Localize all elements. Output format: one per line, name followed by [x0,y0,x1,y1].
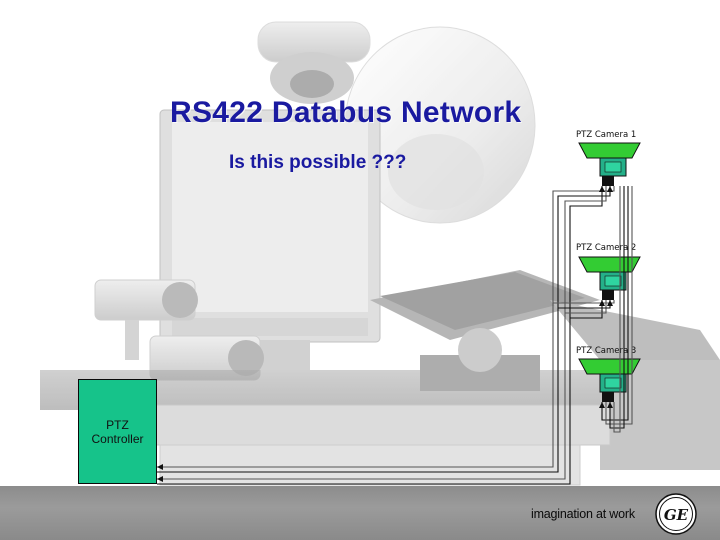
ptz-controller-box: PTZ Controller [78,379,157,484]
ptz-camera-2-icon [578,256,641,300]
ge-logo-icon: GE [655,493,697,535]
ptz-camera-3-icon [578,358,641,402]
controller-label-line1: PTZ [106,417,129,432]
box-camera-center [149,335,264,381]
slide-title: RS422 Databus Network [170,96,522,129]
box-camera-left [94,279,198,360]
dome-camera-large [344,26,536,224]
camera-3-label: PTZ Camera 3 [576,346,637,356]
slide-subtitle: Is this possible ??? [229,152,407,173]
camera-2-label: PTZ Camera 2 [576,243,637,253]
connector-arrows [157,186,613,482]
keyboard-controller-photo [370,270,720,470]
camera-1-label: PTZ Camera 1 [576,130,637,140]
ptz-camera-1-icon [578,142,641,186]
dome-camera-small [257,21,371,104]
ge-logo-text: GE [664,506,689,524]
controller-label-line2: Controller [91,431,144,446]
bus-conductors [157,186,633,485]
footer-bar [0,486,720,540]
footer-tagline: imagination at work [531,507,635,521]
lcd-monitor [159,109,381,370]
